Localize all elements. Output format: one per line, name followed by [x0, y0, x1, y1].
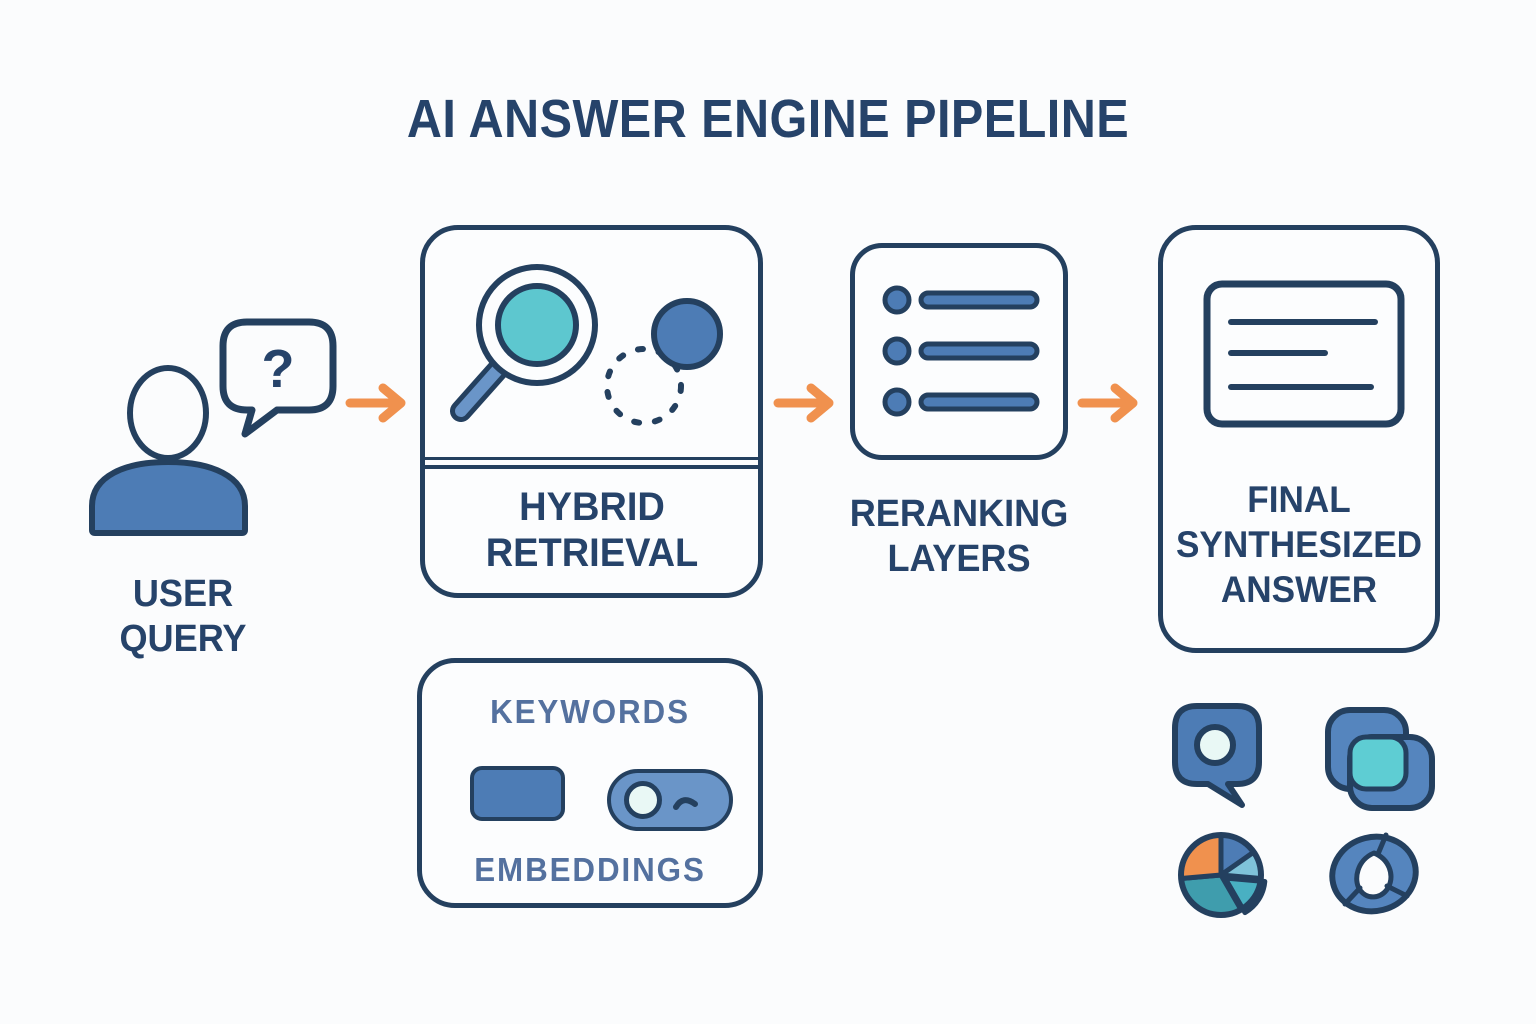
arrow-right-icon — [1077, 383, 1138, 423]
toggle-swoosh — [673, 797, 698, 810]
toggle-icon — [607, 769, 733, 831]
arrow-right-icon — [773, 383, 834, 423]
arrow-right-icon — [345, 383, 406, 423]
node-hybrid-retrieval: HYBRID RETRIEVAL — [420, 225, 763, 598]
page-title: AI ANSWER ENGINE PIPELINE — [406, 89, 1130, 149]
list-bar — [918, 290, 1040, 310]
hybrid-detail-box: KEYWORDS EMBEDDINGS — [417, 658, 763, 908]
chat-dot-icon — [1172, 703, 1262, 808]
vector-circle-icon — [651, 298, 723, 370]
hybrid-retrieval-icons — [450, 264, 723, 426]
dashed-circle-icon — [604, 346, 684, 426]
list-bullet — [882, 285, 912, 315]
question-bubble-icon — [219, 318, 337, 438]
list-bullet — [882, 387, 912, 417]
overlap-cards-icon — [1325, 707, 1435, 811]
user-body-shape — [89, 459, 248, 536]
magnifier-handle — [455, 360, 507, 417]
user-icon — [89, 318, 337, 536]
list-bullet — [882, 336, 912, 366]
user-head-shape — [127, 365, 209, 461]
knot-icon — [1329, 832, 1419, 915]
label-hybrid-retrieval: HYBRID RETRIEVAL — [485, 485, 698, 575]
label-reranking: RERANKING LAYERS — [849, 493, 1069, 580]
toggle-knob — [624, 781, 662, 819]
question-mark: ? — [261, 339, 295, 399]
hybrid-icon-panel — [425, 230, 758, 460]
list-bar — [918, 341, 1040, 361]
list-bar — [918, 392, 1040, 412]
ranked-list-icon — [882, 285, 1040, 417]
label-final-answer: FINAL SYNTHESIZED ANSWER — [1175, 479, 1423, 610]
document-icon — [1203, 280, 1405, 428]
label-keywords: KEYWORDS — [490, 693, 690, 730]
keyword-chip-icon — [470, 766, 565, 821]
node-final-answer: FINAL SYNTHESIZED ANSWER — [1158, 225, 1440, 653]
node-reranking — [850, 243, 1068, 460]
label-user-query: USER QUERY — [119, 573, 247, 660]
pie-chart-icon — [1178, 832, 1268, 918]
magnifier-lens — [495, 283, 579, 367]
hybrid-label-panel: HYBRID RETRIEVAL — [425, 465, 758, 591]
label-embeddings: EMBEDDINGS — [474, 851, 706, 888]
